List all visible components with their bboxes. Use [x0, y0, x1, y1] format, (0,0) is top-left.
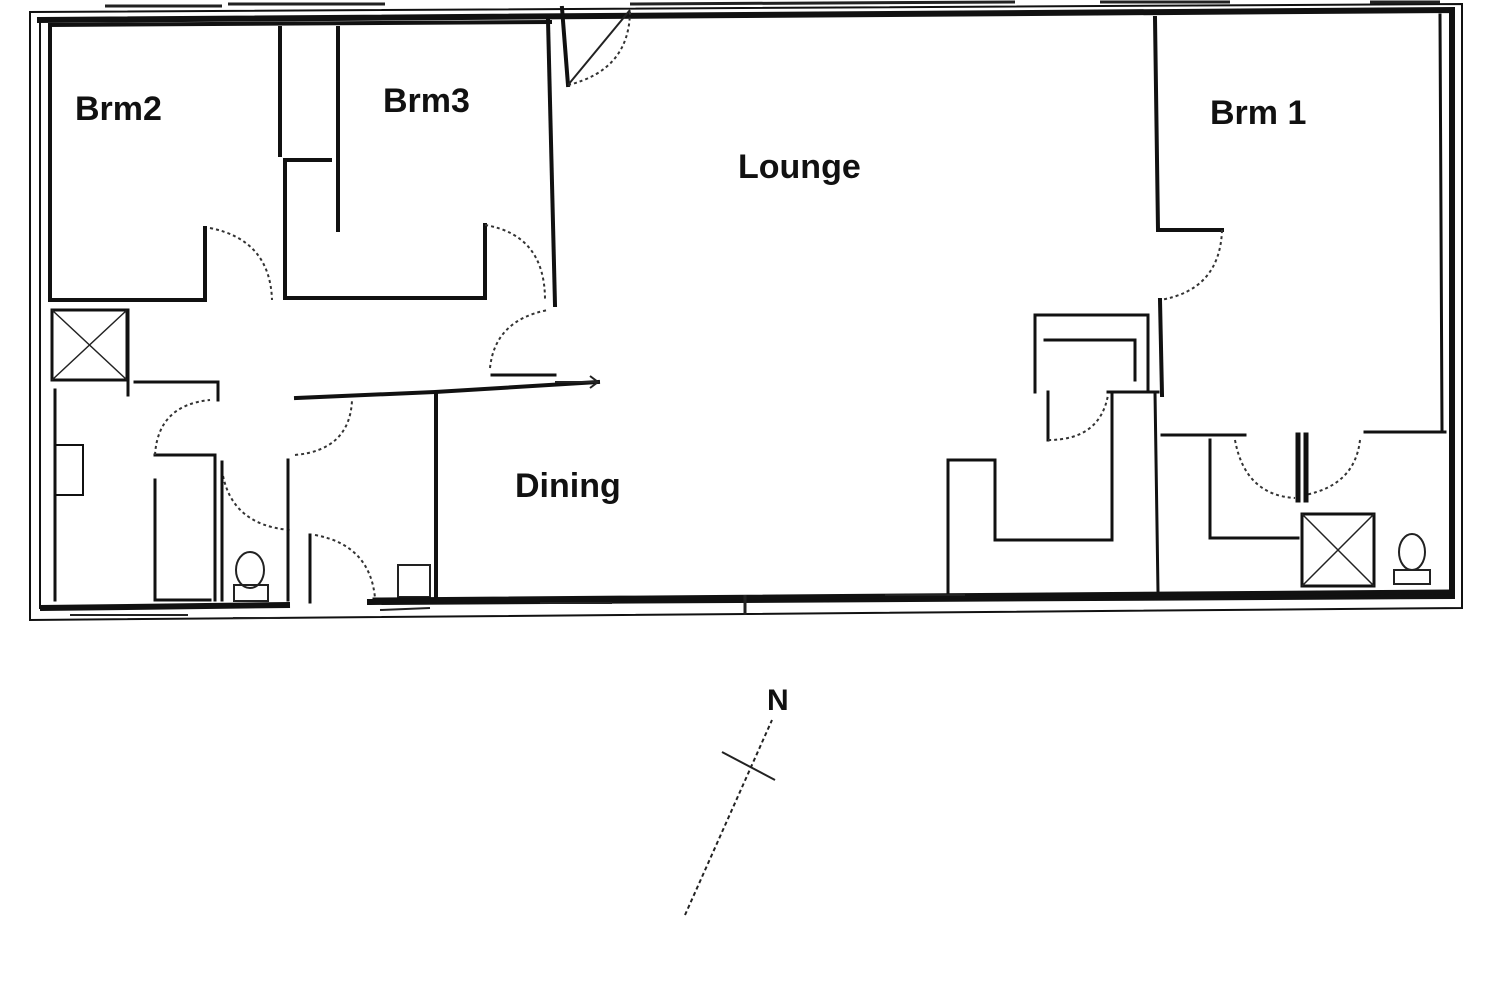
bedroom-3-walls [283, 17, 558, 308]
bedroom-2-walls [47, 19, 553, 302]
bedroom-1-walls [1152, 13, 1444, 432]
room-label-brm2: Brm2 [75, 90, 162, 128]
room-label-lounge: Lounge [738, 148, 861, 186]
room-label-brm1: Brm 1 [1210, 94, 1306, 132]
bottom-walls [70, 589, 1455, 619]
lounge-divider-walls [559, 5, 631, 88]
ensuite [1160, 430, 1447, 588]
room-label-dining: Dining [515, 467, 621, 505]
north-arrow: N [684, 684, 789, 916]
kitchen-walls [946, 313, 1160, 594]
room-label-brm3: Brm3 [383, 82, 470, 120]
bathroom-left [50, 308, 291, 602]
north-label: N [767, 684, 789, 717]
top-windows [105, 0, 1440, 8]
hall-walls [209, 224, 601, 604]
outer-walls [29, 2, 1463, 622]
